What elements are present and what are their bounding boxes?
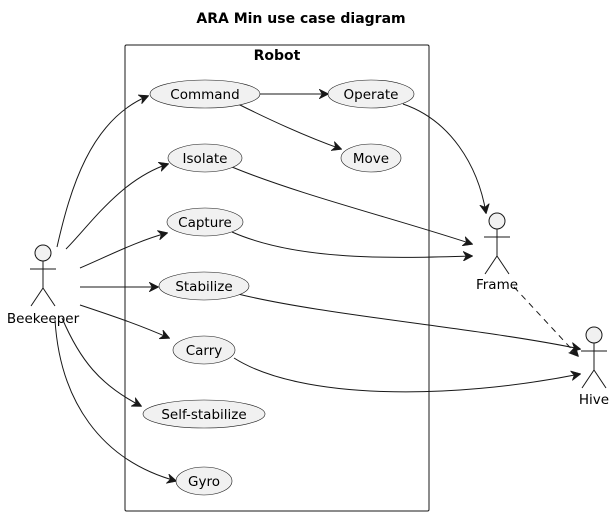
edge-beekeeper-self-stabilize — [61, 317, 141, 406]
edge-operate-frame — [402, 103, 486, 213]
actor-frame[interactable]: Frame — [476, 212, 518, 293]
edge-beekeeper-carry — [79, 304, 169, 338]
edge-capture-frame — [231, 231, 472, 257]
usecase-gyro[interactable]: Gyro — [175, 466, 233, 496]
edge-frame-hive — [513, 286, 578, 356]
usecase-isolate-label: Isolate — [183, 151, 228, 167]
actor-head — [585, 326, 603, 344]
edge-carry-hive — [233, 357, 580, 393]
usecase-move[interactable]: Move — [340, 143, 402, 173]
actor-beekeeper-label: Beekeeper — [7, 311, 80, 327]
actor-beekeeper[interactable]: Beekeeper — [7, 244, 80, 327]
edge-stabilize-hive — [233, 292, 580, 349]
usecase-carry[interactable]: Carry — [172, 335, 236, 365]
edge-command-move — [237, 103, 341, 149]
usecase-self-stabilize-label: Self-stabilize — [161, 407, 246, 423]
actor-head — [488, 212, 506, 230]
edge-beekeeper-capture — [79, 233, 167, 269]
usecase-carry-label: Carry — [186, 343, 223, 359]
system-boundary-label: Robot — [254, 48, 301, 64]
usecase-stabilize[interactable]: Stabilize — [158, 271, 250, 301]
usecase-gyro-label: Gyro — [188, 474, 220, 490]
usecase-command[interactable]: Command — [149, 79, 261, 109]
edge-isolate-frame — [231, 166, 472, 244]
edge-beekeeper-gyro — [54, 319, 176, 481]
usecase-operate-label: Operate — [344, 87, 399, 103]
usecase-self-stabilize[interactable]: Self-stabilize — [142, 399, 266, 429]
actor-head — [34, 244, 52, 262]
actor-frame-label: Frame — [476, 277, 518, 293]
actor-hive[interactable]: Hive — [579, 326, 609, 408]
usecase-operate[interactable]: Operate — [327, 79, 415, 109]
edge-beekeeper-command — [56, 96, 148, 248]
usecase-stabilize-label: Stabilize — [175, 279, 232, 295]
relations — [54, 94, 580, 481]
usecase-isolate[interactable]: Isolate — [167, 143, 243, 173]
actor-hive-label: Hive — [579, 392, 609, 408]
diagram-title: ARA Min use case diagram — [196, 11, 405, 27]
usecase-capture[interactable]: Capture — [166, 207, 244, 237]
usecase-move-label: Move — [353, 151, 389, 167]
usecase-command-label: Command — [170, 87, 239, 103]
edge-beekeeper-isolate — [65, 164, 168, 250]
usecase-capture-label: Capture — [178, 215, 232, 231]
